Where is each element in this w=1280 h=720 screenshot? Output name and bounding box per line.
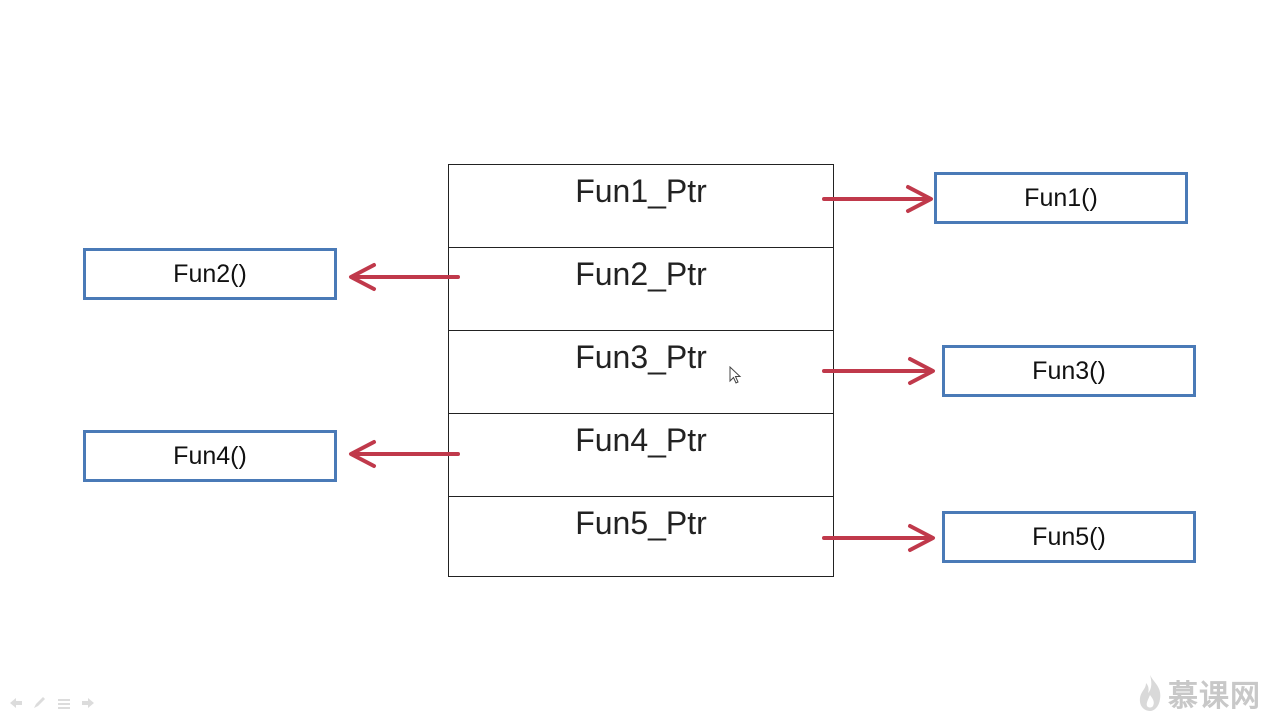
prev-icon[interactable] xyxy=(8,696,24,710)
arrow-to-fun1 xyxy=(822,185,933,213)
function-label: Fun3() xyxy=(1032,357,1106,385)
row-label: Fun3_Ptr xyxy=(575,339,707,375)
row-label: Fun1_Ptr xyxy=(575,173,707,209)
arrow-to-fun3 xyxy=(822,357,935,385)
row-label: Fun2_Ptr xyxy=(575,256,707,292)
function-box-fun4: Fun4() xyxy=(83,430,337,482)
function-box-fun3: Fun3() xyxy=(942,345,1196,397)
next-icon[interactable] xyxy=(80,696,96,710)
function-label: Fun4() xyxy=(173,442,247,470)
pen-icon[interactable] xyxy=(32,696,48,710)
flame-logo-icon xyxy=(1139,675,1161,711)
arrow-to-fun5 xyxy=(822,524,935,552)
watermark-text: 慕课网 xyxy=(1168,679,1261,714)
table-row-fun5-ptr: Fun5_Ptr xyxy=(449,497,833,580)
table-row-fun2-ptr: Fun2_Ptr xyxy=(449,248,833,331)
mouse-cursor-icon xyxy=(729,366,742,384)
player-toolbar xyxy=(8,694,96,712)
arrow-to-fun4 xyxy=(349,440,460,468)
function-label: Fun2() xyxy=(173,260,247,288)
table-row-fun1-ptr: Fun1_Ptr xyxy=(449,165,833,248)
function-label: Fun5() xyxy=(1032,523,1106,551)
watermark-logo: 慕课网 xyxy=(1136,670,1261,716)
function-box-fun1: Fun1() xyxy=(934,172,1188,224)
menu-icon[interactable] xyxy=(56,696,72,710)
row-label: Fun5_Ptr xyxy=(575,505,707,541)
function-pointer-table: Fun1_Ptr Fun2_Ptr Fun3_Ptr Fun4_Ptr Fun5… xyxy=(448,164,834,577)
table-row-fun3-ptr: Fun3_Ptr xyxy=(449,331,833,414)
arrow-to-fun2 xyxy=(349,263,460,291)
function-label: Fun1() xyxy=(1024,184,1098,212)
function-box-fun5: Fun5() xyxy=(942,511,1196,563)
table-row-fun4-ptr: Fun4_Ptr xyxy=(449,414,833,497)
row-label: Fun4_Ptr xyxy=(575,422,707,458)
function-box-fun2: Fun2() xyxy=(83,248,337,300)
